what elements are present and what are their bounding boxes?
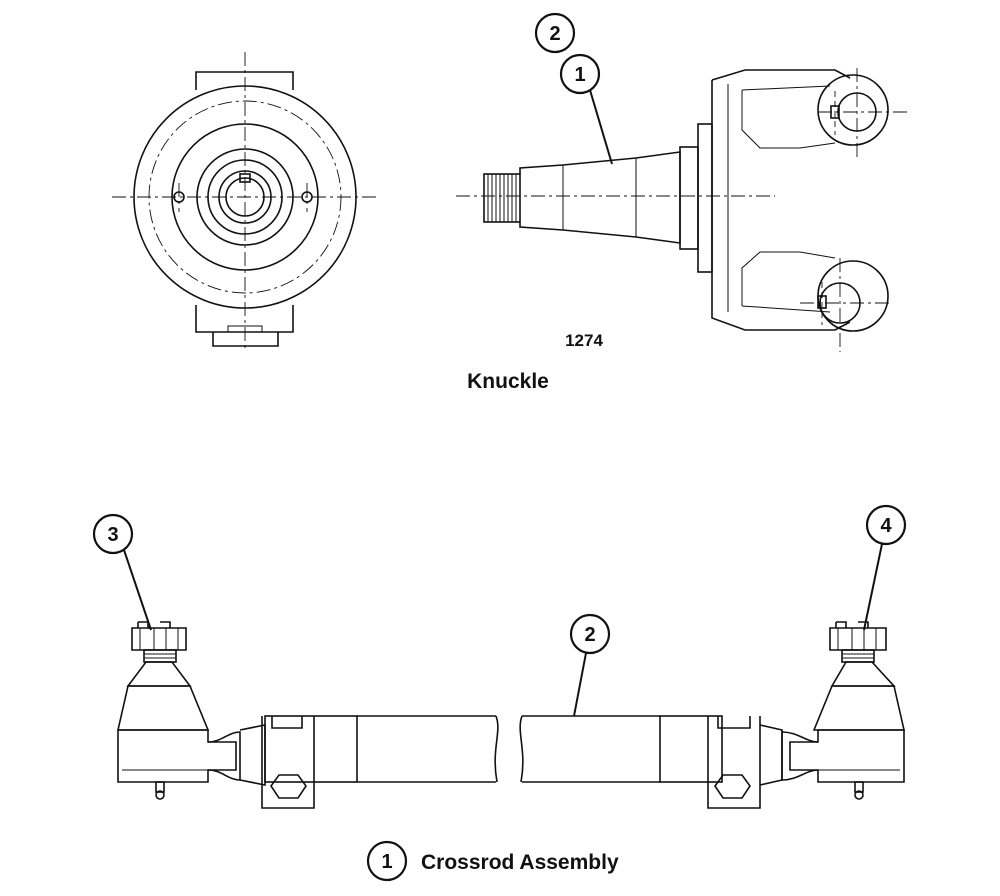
crossrod-callout-3: 3 — [92, 513, 152, 631]
crossrod-right-tie-rod-end — [781, 621, 906, 800]
knuckle-callout-2: 2 — [534, 12, 576, 54]
svg-text:2: 2 — [584, 624, 595, 646]
knuckle-end-view — [112, 52, 378, 350]
crossrod-title: Crossrod Assembly — [421, 851, 619, 874]
crossrod-left-clamp-tube — [239, 715, 499, 809]
svg-text:4: 4 — [880, 515, 892, 537]
crossrod-left-tie-rod-end — [116, 621, 241, 800]
knuckle-title: Knuckle — [467, 370, 549, 393]
crossrod-callout-4: 4 — [863, 504, 907, 631]
legend-number: 1 — [381, 851, 392, 873]
knuckle-callout-1: 1 — [559, 53, 613, 165]
legend-callout-1 — [366, 840, 408, 882]
crossrod-right-clamp-tube — [519, 715, 783, 809]
drawing-number: 1274 — [565, 331, 603, 350]
svg-text:1: 1 — [574, 64, 585, 86]
svg-text:3: 3 — [107, 524, 118, 546]
crossrod-callout-2: 2 — [569, 613, 611, 717]
crossrod-legend: 1 Crossrod Assembly — [366, 840, 619, 882]
knuckle-side-view — [456, 68, 908, 352]
svg-text:2: 2 — [549, 23, 560, 45]
